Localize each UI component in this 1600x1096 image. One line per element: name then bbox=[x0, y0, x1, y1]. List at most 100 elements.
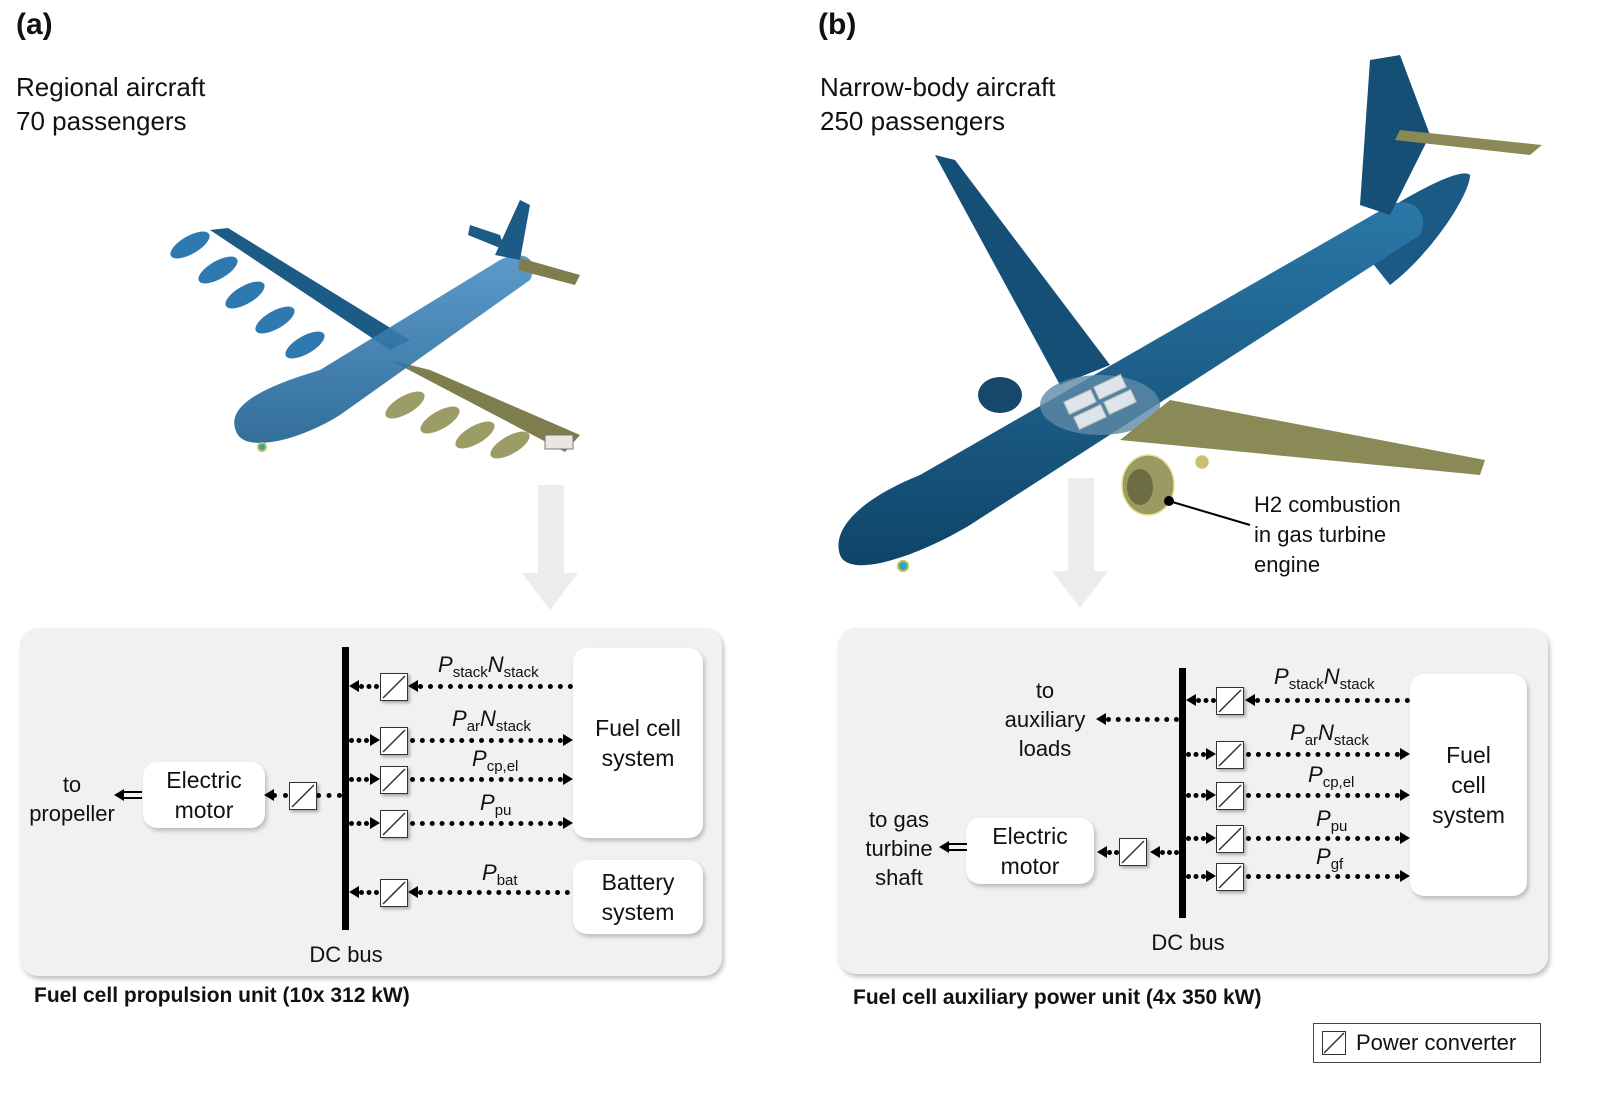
power-converter-icon bbox=[380, 673, 408, 701]
power-converter-icon bbox=[380, 879, 408, 907]
power-converter-icon bbox=[289, 782, 317, 810]
double-arrow-propeller-icon bbox=[114, 789, 142, 801]
arrowhead-right-icon bbox=[370, 773, 380, 785]
arrowhead-right-icon bbox=[1206, 789, 1216, 801]
flow-label-par-nstack-b: ParNstack bbox=[1290, 720, 1369, 749]
flow-label-ppu-b: Ppu bbox=[1316, 806, 1348, 835]
aux-line2: auxiliary bbox=[1004, 707, 1086, 732]
arrowhead-right-icon bbox=[1206, 870, 1216, 882]
electric-motor-node-a: Electric motor bbox=[143, 762, 265, 828]
motor-label-line2: motor bbox=[1000, 853, 1060, 879]
flow-line bbox=[1107, 850, 1119, 855]
flow-line-motor-a bbox=[316, 793, 342, 798]
arrowhead-left-icon bbox=[1096, 713, 1106, 725]
motor-label-line1: Electric bbox=[166, 767, 242, 793]
arrowhead-right-icon bbox=[370, 817, 380, 829]
left-wing bbox=[210, 228, 410, 350]
annotation-line bbox=[1168, 500, 1251, 526]
fuel-cell-label-line1: Fuel bbox=[1446, 742, 1491, 768]
arrowhead-right-icon bbox=[1400, 789, 1410, 801]
arrowhead-right-icon bbox=[1206, 748, 1216, 760]
caption-b: Fuel cell auxiliary power unit (4x 350 k… bbox=[853, 986, 1262, 1009]
panel-a-title-line1: Regional aircraft bbox=[16, 72, 206, 102]
panel-a-title: Regional aircraft 70 passengers bbox=[16, 70, 205, 138]
left-stabilizer bbox=[468, 225, 505, 250]
battery-box bbox=[544, 434, 574, 450]
panel-b-title: Narrow-body aircraft 250 passengers bbox=[820, 70, 1056, 138]
flow-line bbox=[1186, 793, 1206, 798]
annotation-line3: engine bbox=[1254, 552, 1321, 577]
engine-intake bbox=[1127, 469, 1153, 505]
to-propeller-line1: to bbox=[62, 772, 82, 797]
flow-line bbox=[359, 890, 379, 895]
flow-line bbox=[349, 821, 369, 826]
arrowhead-left-icon bbox=[349, 680, 359, 692]
arrowhead-right-icon bbox=[563, 773, 573, 785]
power-converter-icon bbox=[1216, 687, 1244, 715]
down-arrow-a bbox=[522, 485, 578, 610]
right-wing bbox=[1120, 400, 1485, 475]
to-propeller-label: to propeller bbox=[22, 770, 122, 828]
legend-label: Power converter bbox=[1356, 1030, 1517, 1055]
fuel-cell-system-node-b: Fuel cell system bbox=[1410, 674, 1527, 896]
arrowhead-right-icon bbox=[370, 734, 380, 746]
narrow-body-aircraft-illustration bbox=[838, 55, 1542, 572]
dc-bus-a-label: DC bus bbox=[309, 942, 383, 967]
flow-line bbox=[349, 738, 369, 743]
down-arrow-b bbox=[1052, 478, 1108, 608]
flow-line bbox=[410, 777, 563, 782]
nose-gear bbox=[257, 442, 267, 452]
power-converter-icon bbox=[380, 727, 408, 755]
fuel-cell-label-line2: system bbox=[601, 745, 675, 771]
flow-line bbox=[418, 684, 573, 689]
aux-line3: loads bbox=[1018, 736, 1072, 761]
regional-aircraft-illustration bbox=[170, 200, 580, 459]
flow-line bbox=[1160, 850, 1179, 855]
to-propeller-line2: propeller bbox=[29, 801, 115, 826]
arrowhead-right-icon bbox=[563, 734, 573, 746]
annotation-line1: H2 combustion bbox=[1254, 492, 1401, 517]
to-auxiliary-loads-label: to auxiliary loads bbox=[990, 676, 1100, 763]
fuel-cell-label-line3: system bbox=[1432, 802, 1505, 828]
fuel-cell-label-line2: cell bbox=[1451, 772, 1486, 798]
battery-label-line2: system bbox=[601, 899, 675, 925]
arrowhead-right-icon bbox=[1206, 832, 1216, 844]
electric-motor-node-b: Electric motor bbox=[966, 818, 1094, 884]
flow-line bbox=[1246, 836, 1400, 841]
panel-b-title-line2: 250 passengers bbox=[820, 106, 1006, 136]
motor-label-line2: motor bbox=[174, 797, 234, 823]
power-converter-icon bbox=[1216, 741, 1244, 769]
flow-line bbox=[418, 890, 570, 895]
flow-label-pbat-a: Pbat bbox=[482, 860, 518, 889]
flow-label-pcpel-b: Pcp,el bbox=[1308, 762, 1355, 791]
caption-a: Fuel cell propulsion unit (10x 312 kW) bbox=[34, 984, 410, 1007]
flow-line bbox=[410, 821, 563, 826]
arrowhead-left-icon bbox=[408, 680, 418, 692]
left-wing bbox=[935, 155, 1110, 385]
arrowhead-left-icon bbox=[408, 886, 418, 898]
arrowhead-left-icon bbox=[1097, 846, 1107, 858]
panel-a-label: (a) bbox=[16, 8, 53, 41]
power-converter-icon bbox=[1119, 838, 1147, 866]
output-line3: shaft bbox=[875, 865, 923, 890]
panel-b-title-line1: Narrow-body aircraft bbox=[820, 72, 1056, 102]
right-stabilizer bbox=[1395, 130, 1542, 155]
flow-line bbox=[1196, 698, 1216, 703]
dc-bus-b bbox=[1179, 668, 1186, 918]
arrowhead-right-icon bbox=[1400, 832, 1410, 844]
fuselage bbox=[234, 255, 534, 443]
flow-label-pgf-b: Pgf bbox=[1316, 844, 1344, 873]
flow-line bbox=[1186, 836, 1206, 841]
flow-line bbox=[359, 684, 379, 689]
vertical-tail bbox=[1360, 55, 1430, 215]
power-converter-icon bbox=[380, 766, 408, 794]
aux-line1: to bbox=[1035, 678, 1055, 703]
right-wing bbox=[390, 360, 580, 452]
arrowhead-left-icon bbox=[1186, 694, 1196, 706]
battery-system-node: Battery system bbox=[573, 860, 703, 934]
flow-label-ppu-a: Ppu bbox=[480, 790, 512, 819]
power-converter-icon bbox=[1216, 825, 1244, 853]
arrowhead-left-icon bbox=[1150, 846, 1160, 858]
power-converter-icon bbox=[380, 810, 408, 838]
h2-combustion-annotation: H2 combustion in gas turbine engine bbox=[1254, 490, 1401, 580]
